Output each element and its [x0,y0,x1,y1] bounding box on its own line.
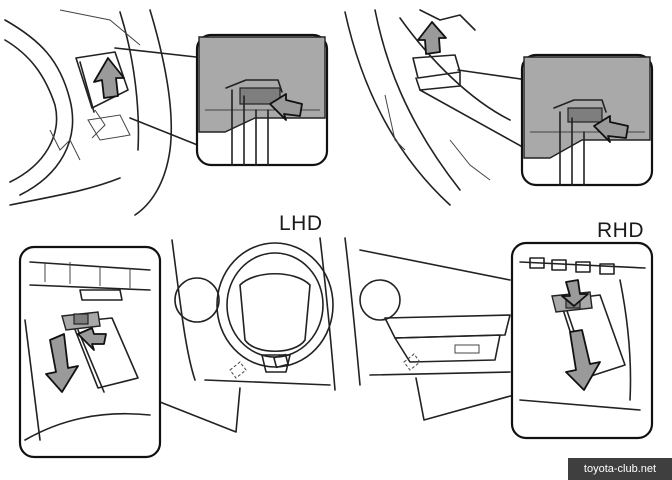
panel-lhd-top [4,9,206,216]
push-arrow-icon [269,93,303,121]
watermark: toyota-club.net [568,458,672,480]
push-arrow-icon-lhd [77,327,107,351]
up-arrow-icon [93,57,125,99]
fuse-cover-lhd-top [75,51,129,109]
up-arrow-icon-rhd [417,21,447,55]
inset-rhd-fuse-box [510,241,654,440]
label-lhd: LHD [279,212,323,235]
steering-wheel [216,242,334,368]
glove-box [384,314,511,339]
panel-lhd-dashboard [159,237,336,433]
inset-rhd-clip-detail [520,53,654,187]
pull-down-arrow-icon [45,333,79,393]
inset-lhd-clip-detail [195,33,329,167]
air-vent-rhd [359,279,401,321]
air-vent [174,277,220,323]
pull-down-arrow-icon-rhd [565,329,601,391]
panel-rhd-top [344,9,529,206]
push-down-arrow-icon-rhd [561,279,589,307]
panel-rhd-dashboard [344,237,515,421]
fuse-cover-rhd-top [412,54,461,79]
push-arrow-icon-rhd [593,115,629,143]
inset-lhd-fuse-box [18,245,162,459]
label-rhd: RHD [597,219,644,242]
